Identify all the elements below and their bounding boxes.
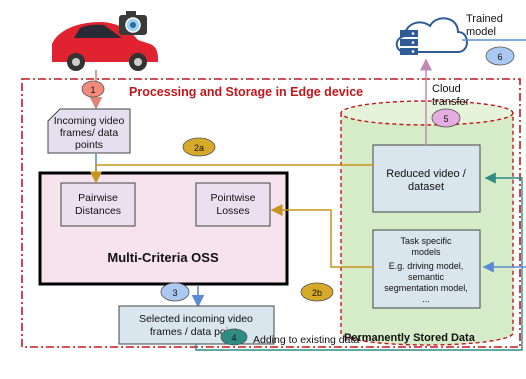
pairwise-box [60,182,136,227]
car-icon [52,22,158,71]
camera-icon [119,11,147,35]
arrow-adding [195,172,523,351]
edge-device-title: Processing and Storage in Edge device [129,85,363,99]
svg-text:4: 4 [231,333,236,343]
svg-text:2b: 2b [312,288,322,298]
svg-text:5: 5 [443,114,448,124]
task-line-6: ... [422,294,430,304]
step-badge-1: 1 [81,80,105,98]
oss-title: Multi-Criteria OSS [107,250,219,265]
selected-box [118,305,275,345]
step-badge-2b: 2b [300,282,334,302]
incoming-line-2: frames/ data [60,127,119,139]
task-models-box [372,229,481,309]
task-line-1: Task specific [400,236,452,246]
step-badge-4: 4 [220,328,248,346]
step-badge-2a: 2a [182,137,216,157]
trained-label-2: model [466,26,496,38]
incoming-line-1: Incoming video [54,115,125,127]
svg-text:2a: 2a [194,143,204,153]
trained-label-1: Trained [466,13,503,25]
task-line-3: E.g. driving model, [389,261,464,271]
task-line-2: models [411,247,441,257]
reduced-line-2: dataset [408,181,444,193]
step-badge-6: 6 [485,46,515,66]
arrow-2b [270,204,373,268]
cloud-transfer-label-1: Cloud [432,83,461,95]
pairwise-line-1: Pairwise [78,192,118,204]
edge-device-region [21,78,521,348]
pointwise-line-2: Losses [216,205,249,217]
task-line-4: semantic [408,272,445,282]
reduced-line-1: Reduced video / [386,168,466,180]
pairwise-line-2: Distances [75,205,121,217]
server-icon [400,30,418,55]
task-line-5: segmentation model, [384,283,468,293]
storage-title: Permanently Stored Data [344,332,476,344]
incoming-box [47,108,131,154]
svg-text:6: 6 [497,52,502,62]
selected-line-1: Selected incoming video [139,313,253,325]
incoming-line-3: points [75,139,103,151]
pointwise-box [195,182,271,227]
adding-label: Adding to existing data [253,334,359,346]
step-badge-5: 5 [431,108,461,128]
svg-text:3: 3 [172,288,177,298]
arrow-2a [90,164,373,184]
step-badge-3: 3 [160,282,190,302]
pointwise-line-1: Pointwise [211,192,256,204]
cloud-transfer-label-2: transfer [432,96,470,108]
svg-text:1: 1 [90,85,95,95]
selected-line-2: frames / data points [150,326,242,338]
